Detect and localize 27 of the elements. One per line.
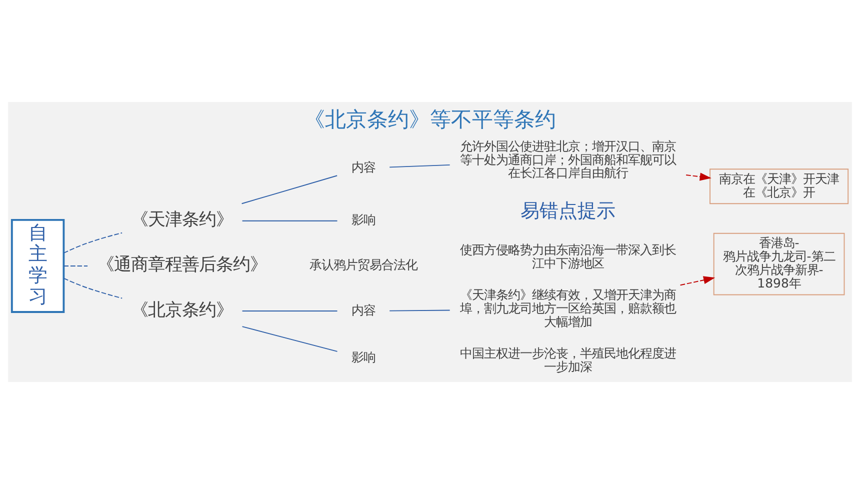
connector xyxy=(389,310,450,312)
connector xyxy=(242,220,338,222)
node-text: 允许外国公使进驻北京；增开汉口、南京等十处为通商口岸；外国商船和军舰可以在长江各口岸自由航行 xyxy=(460,138,676,180)
node-text: 影响 xyxy=(351,212,376,228)
node-text: 中国主权进一步沦丧，半殖民地化程度进一步加深 xyxy=(460,345,676,374)
node-text: 《天津条约》继续有效，又增开天津为商埠，割九龙司地方一区给英国，赔款额也大幅增加 xyxy=(460,286,676,329)
node-text: 内容 xyxy=(351,302,376,318)
connector xyxy=(241,175,338,204)
node-text: 内容 xyxy=(351,159,376,174)
connector xyxy=(63,278,123,299)
label: 易错点提示 xyxy=(520,199,616,222)
connector xyxy=(389,164,450,168)
connector xyxy=(242,310,338,312)
node-text: 《通商章程善后条约》 xyxy=(97,255,268,276)
arrow xyxy=(686,172,712,181)
diagram-title: 《北京条约》等不平等条约 xyxy=(304,106,556,132)
node-text: 影响 xyxy=(351,349,376,364)
connector xyxy=(63,232,122,254)
node-box: 香港岛-鸦片战争九龙司-第二次鸦片战争新界-1898年 xyxy=(713,232,845,296)
connector xyxy=(242,326,338,352)
arrow xyxy=(680,276,716,286)
node-box: 南京在《天津》开天津在《北京》开 xyxy=(710,168,849,204)
node-text: 使西方侵略势力由东南沿海一带深入到长江中下游地区 xyxy=(460,242,676,270)
node-text: 《北京条约》 xyxy=(131,300,234,320)
node-text: 承认鸦片贸易合法化 xyxy=(309,257,418,272)
node-text: 《天津条约》 xyxy=(131,210,234,230)
node-box: 自主学习 xyxy=(10,218,65,313)
